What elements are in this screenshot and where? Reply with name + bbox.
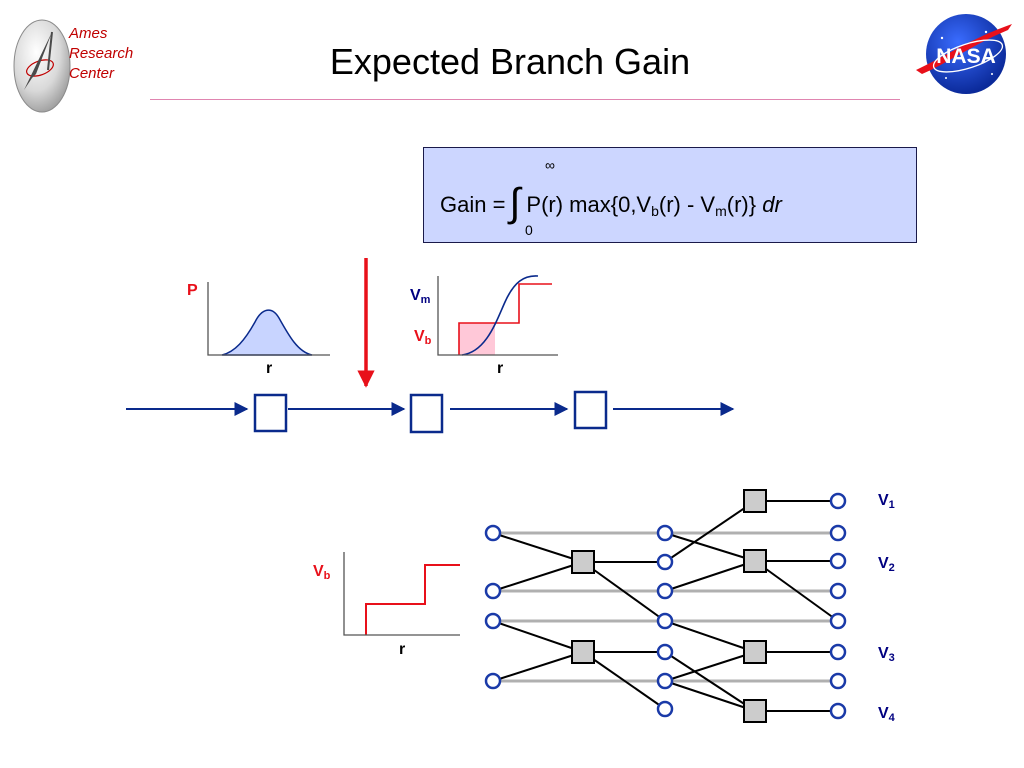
v3-label: V3 xyxy=(878,645,895,664)
probability-plot xyxy=(207,282,330,356)
v3-sub: 3 xyxy=(888,652,895,664)
tree-leaf xyxy=(656,553,674,571)
tree-leaf xyxy=(829,552,847,570)
v4-sub: 4 xyxy=(888,712,895,724)
nasa-logo-icon: NASA xyxy=(916,14,1012,94)
tree-leaf xyxy=(656,582,674,600)
pipeline-node xyxy=(573,390,608,430)
vb-step-plot-axes xyxy=(343,552,460,636)
vb-label-main: V xyxy=(414,328,425,345)
formula-part-1: P(r) max{0,V xyxy=(526,192,652,217)
tree-leaf xyxy=(484,582,502,600)
vb-label: Vb xyxy=(414,328,432,347)
vm-label: Vm xyxy=(410,287,431,306)
tree-leaf xyxy=(829,612,847,630)
vb-label-bottom: Vb xyxy=(313,563,331,582)
svg-text:NASA: NASA xyxy=(936,45,996,68)
v2-sub: 2 xyxy=(888,562,895,574)
logo-line-research: Research xyxy=(69,45,134,62)
tree-node xyxy=(571,640,595,664)
integral-icon: ∫ xyxy=(509,181,521,225)
tree-node xyxy=(743,640,767,664)
v2-label: V2 xyxy=(878,555,895,574)
logo-line-center: Center xyxy=(69,65,115,82)
vm-label-sub: m xyxy=(420,294,431,306)
slide-title: Expected Branch Gain xyxy=(329,41,691,82)
r-axis-label-3: r xyxy=(399,641,406,658)
formula-part-3: (r)} xyxy=(726,192,757,217)
v4-label: V4 xyxy=(878,705,895,724)
v1-label: V1 xyxy=(878,492,895,511)
branch-pipeline xyxy=(126,390,735,434)
tree-leaf xyxy=(484,524,502,542)
tree-leaf xyxy=(829,492,847,510)
vb-label-sub: b xyxy=(424,335,432,347)
branch-tree xyxy=(484,489,847,723)
vb-sigmoid-curve xyxy=(461,275,539,356)
tree-leaf xyxy=(829,702,847,720)
v4-main: V xyxy=(878,705,889,722)
tree-leaf xyxy=(484,612,502,630)
formula-sub-b: b xyxy=(651,203,659,219)
tree-leaf xyxy=(829,582,847,600)
tree-leaf xyxy=(829,524,847,542)
tree-leaf xyxy=(656,643,674,661)
tree-leaf xyxy=(656,612,674,630)
tree-leaf xyxy=(656,524,674,542)
probability-plot-axes xyxy=(207,282,330,356)
pipeline-node xyxy=(409,393,444,434)
gain-formula: Gain =∫P(r) max{0,Vb(r) - Vm(r)} dr xyxy=(440,181,782,225)
tree-node xyxy=(743,699,767,723)
logo-line-ames: Ames xyxy=(69,25,108,42)
tree-node xyxy=(571,550,595,574)
title-divider xyxy=(150,99,900,100)
tree-leaf xyxy=(656,672,674,690)
ames-logo-icon xyxy=(13,19,71,113)
pipeline-node xyxy=(253,393,288,433)
integral-lower-limit: 0 xyxy=(525,222,533,238)
vb-step-plot xyxy=(343,552,460,636)
vb-shaded-area xyxy=(459,323,495,355)
tree-leaf xyxy=(829,643,847,661)
formula-prefix: Gain = xyxy=(440,192,506,217)
tree-leaf xyxy=(829,672,847,690)
formula-differential: dr xyxy=(762,192,782,217)
value-plot-axes xyxy=(437,276,558,356)
v1-main: V xyxy=(878,492,889,509)
tree-leaf xyxy=(484,672,502,690)
formula-sub-m: m xyxy=(715,203,727,219)
formula-part-2: (r) - V xyxy=(658,192,716,217)
ames-logo-text: Ames Research Center xyxy=(69,24,159,84)
tree-node xyxy=(743,489,767,513)
vb-label-bottom-sub: b xyxy=(323,570,331,582)
r-axis-label: r xyxy=(266,360,273,377)
r-axis-label-2: r xyxy=(497,360,504,377)
probability-bell-curve xyxy=(221,309,313,356)
vb-step-line xyxy=(365,564,460,635)
formula-box xyxy=(423,147,917,243)
v3-main: V xyxy=(878,645,889,662)
v1-sub: 1 xyxy=(888,499,895,511)
vm-step-line xyxy=(458,283,552,355)
tree-node xyxy=(743,549,767,573)
vb-label-bottom-main: V xyxy=(313,563,324,580)
integral-upper-limit: ∞ xyxy=(545,157,555,173)
tree-leaf xyxy=(656,700,674,718)
v2-main: V xyxy=(878,555,889,572)
vm-label-main: V xyxy=(410,287,421,304)
p-axis-label: P xyxy=(187,282,198,299)
value-plot xyxy=(437,275,558,356)
